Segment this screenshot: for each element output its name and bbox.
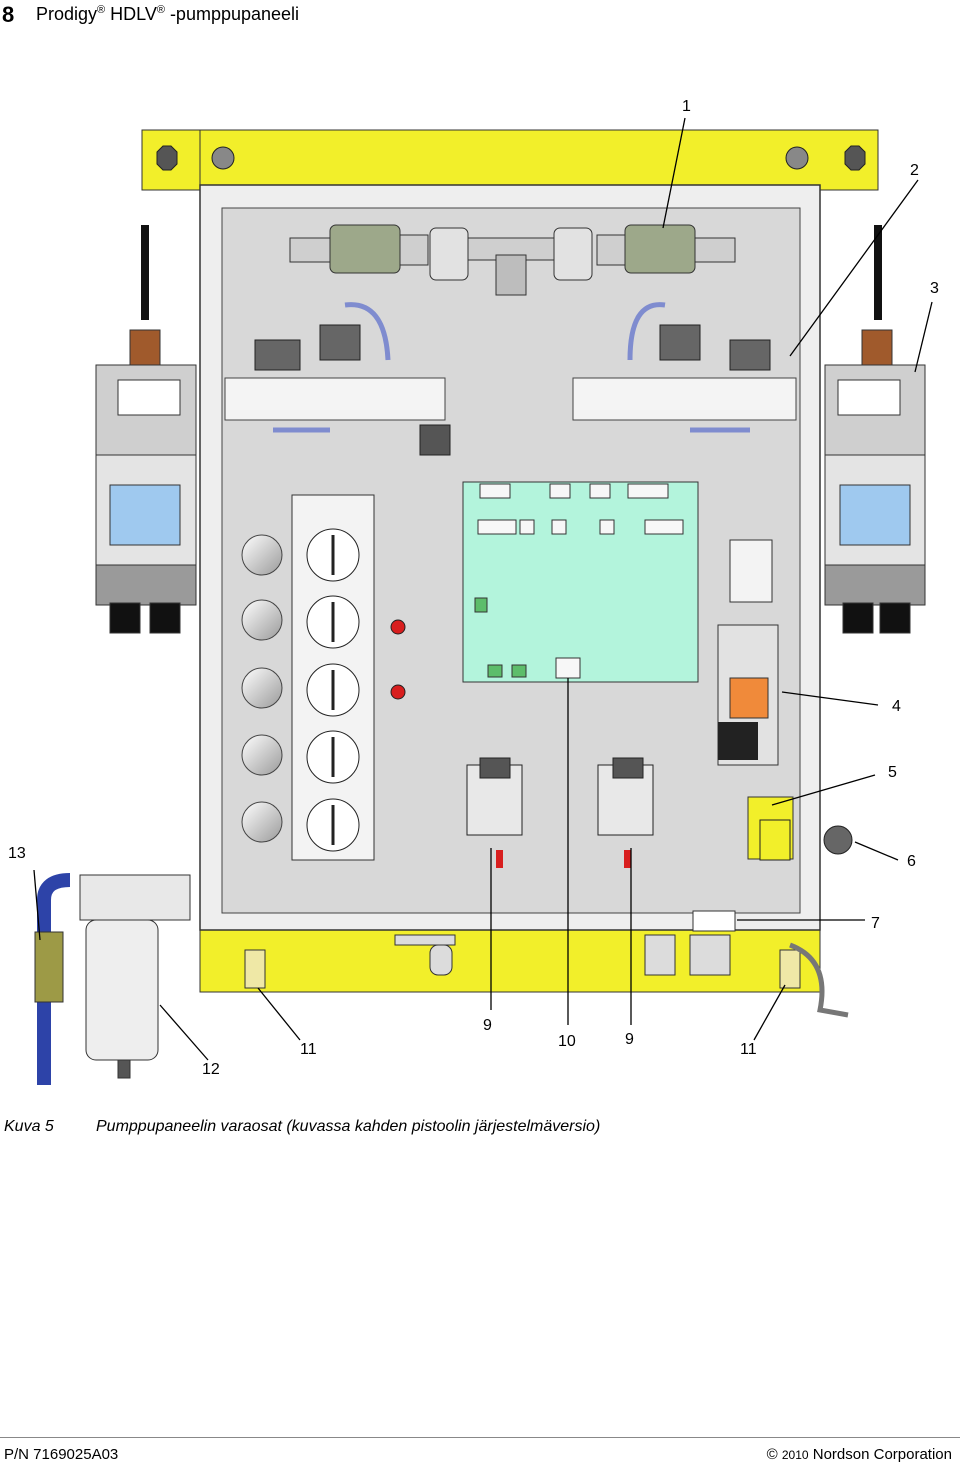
pilot-valve-icons: [466, 757, 654, 836]
figure-caption: Pumppupaneelin varaosat (kuvassa kahden …: [96, 1118, 601, 1135]
page-header: 8 Prodigy® HDLV® -pumppupaneeli: [0, 0, 960, 30]
callout-11-right: 11: [740, 1041, 757, 1058]
air-filter-assembly: [34, 873, 191, 1085]
pump-panel-drawing: [33, 117, 933, 1085]
footer-divider: [0, 1437, 960, 1438]
callout-7: 7: [871, 915, 880, 932]
board-connector-icons: [474, 483, 684, 679]
callout-9-right: 9: [625, 1031, 634, 1048]
side-filter-left: [95, 225, 197, 634]
callout-5: 5: [888, 764, 897, 781]
terminal-block: [729, 539, 773, 603]
copyright: © 2010 Nordson Corporation: [766, 1446, 952, 1463]
solenoid-icons: [254, 324, 771, 456]
copyright-icon: ©: [766, 1446, 778, 1463]
callout-13: 13: [8, 845, 26, 862]
rail-left: [224, 377, 446, 421]
part-number: P/N 7169025A03: [4, 1446, 119, 1463]
callout-leader-lines: [33, 117, 933, 1061]
pilot-red-button-icons: [496, 850, 631, 868]
callout-9-left: 9: [483, 1017, 492, 1034]
bulkhead-icon: [823, 825, 853, 855]
mount-bolt-icons: [156, 145, 866, 171]
gauge-icons: [241, 534, 283, 843]
callout-12: 12: [202, 1061, 220, 1078]
document-title: Prodigy® HDLV® -pumppupaneeli: [36, 4, 300, 24]
black-terminal: [718, 722, 758, 760]
callout-11-left: 11: [300, 1041, 317, 1058]
page-number: 8: [2, 2, 15, 27]
rail-right: [572, 377, 797, 421]
callout-3: 3: [930, 280, 939, 297]
figure-number: Kuva 5: [4, 1118, 54, 1135]
callout-1: 1: [682, 98, 691, 115]
yellow-switch: [759, 819, 791, 861]
bottom-fitting-icons: [244, 934, 801, 989]
regulator-knob-icons: [306, 528, 360, 852]
red-plug-icons: [390, 619, 406, 700]
label-plate: [692, 910, 736, 932]
pump-panel-figure: 1 2 3 4 5 6 7 9 9 10 11 11 12 13: [8, 98, 939, 1085]
ground-cable: [789, 942, 849, 1018]
air-regulator-icons: [289, 224, 736, 296]
callout-2: 2: [910, 162, 919, 179]
callout-10: 10: [558, 1033, 576, 1050]
control-board: [462, 481, 699, 683]
side-filter-right: [824, 225, 926, 634]
yellow-frame-top: [141, 129, 879, 191]
orange-terminal: [729, 677, 769, 719]
callout-4: 4: [892, 698, 901, 715]
callout-6: 6: [907, 853, 916, 870]
